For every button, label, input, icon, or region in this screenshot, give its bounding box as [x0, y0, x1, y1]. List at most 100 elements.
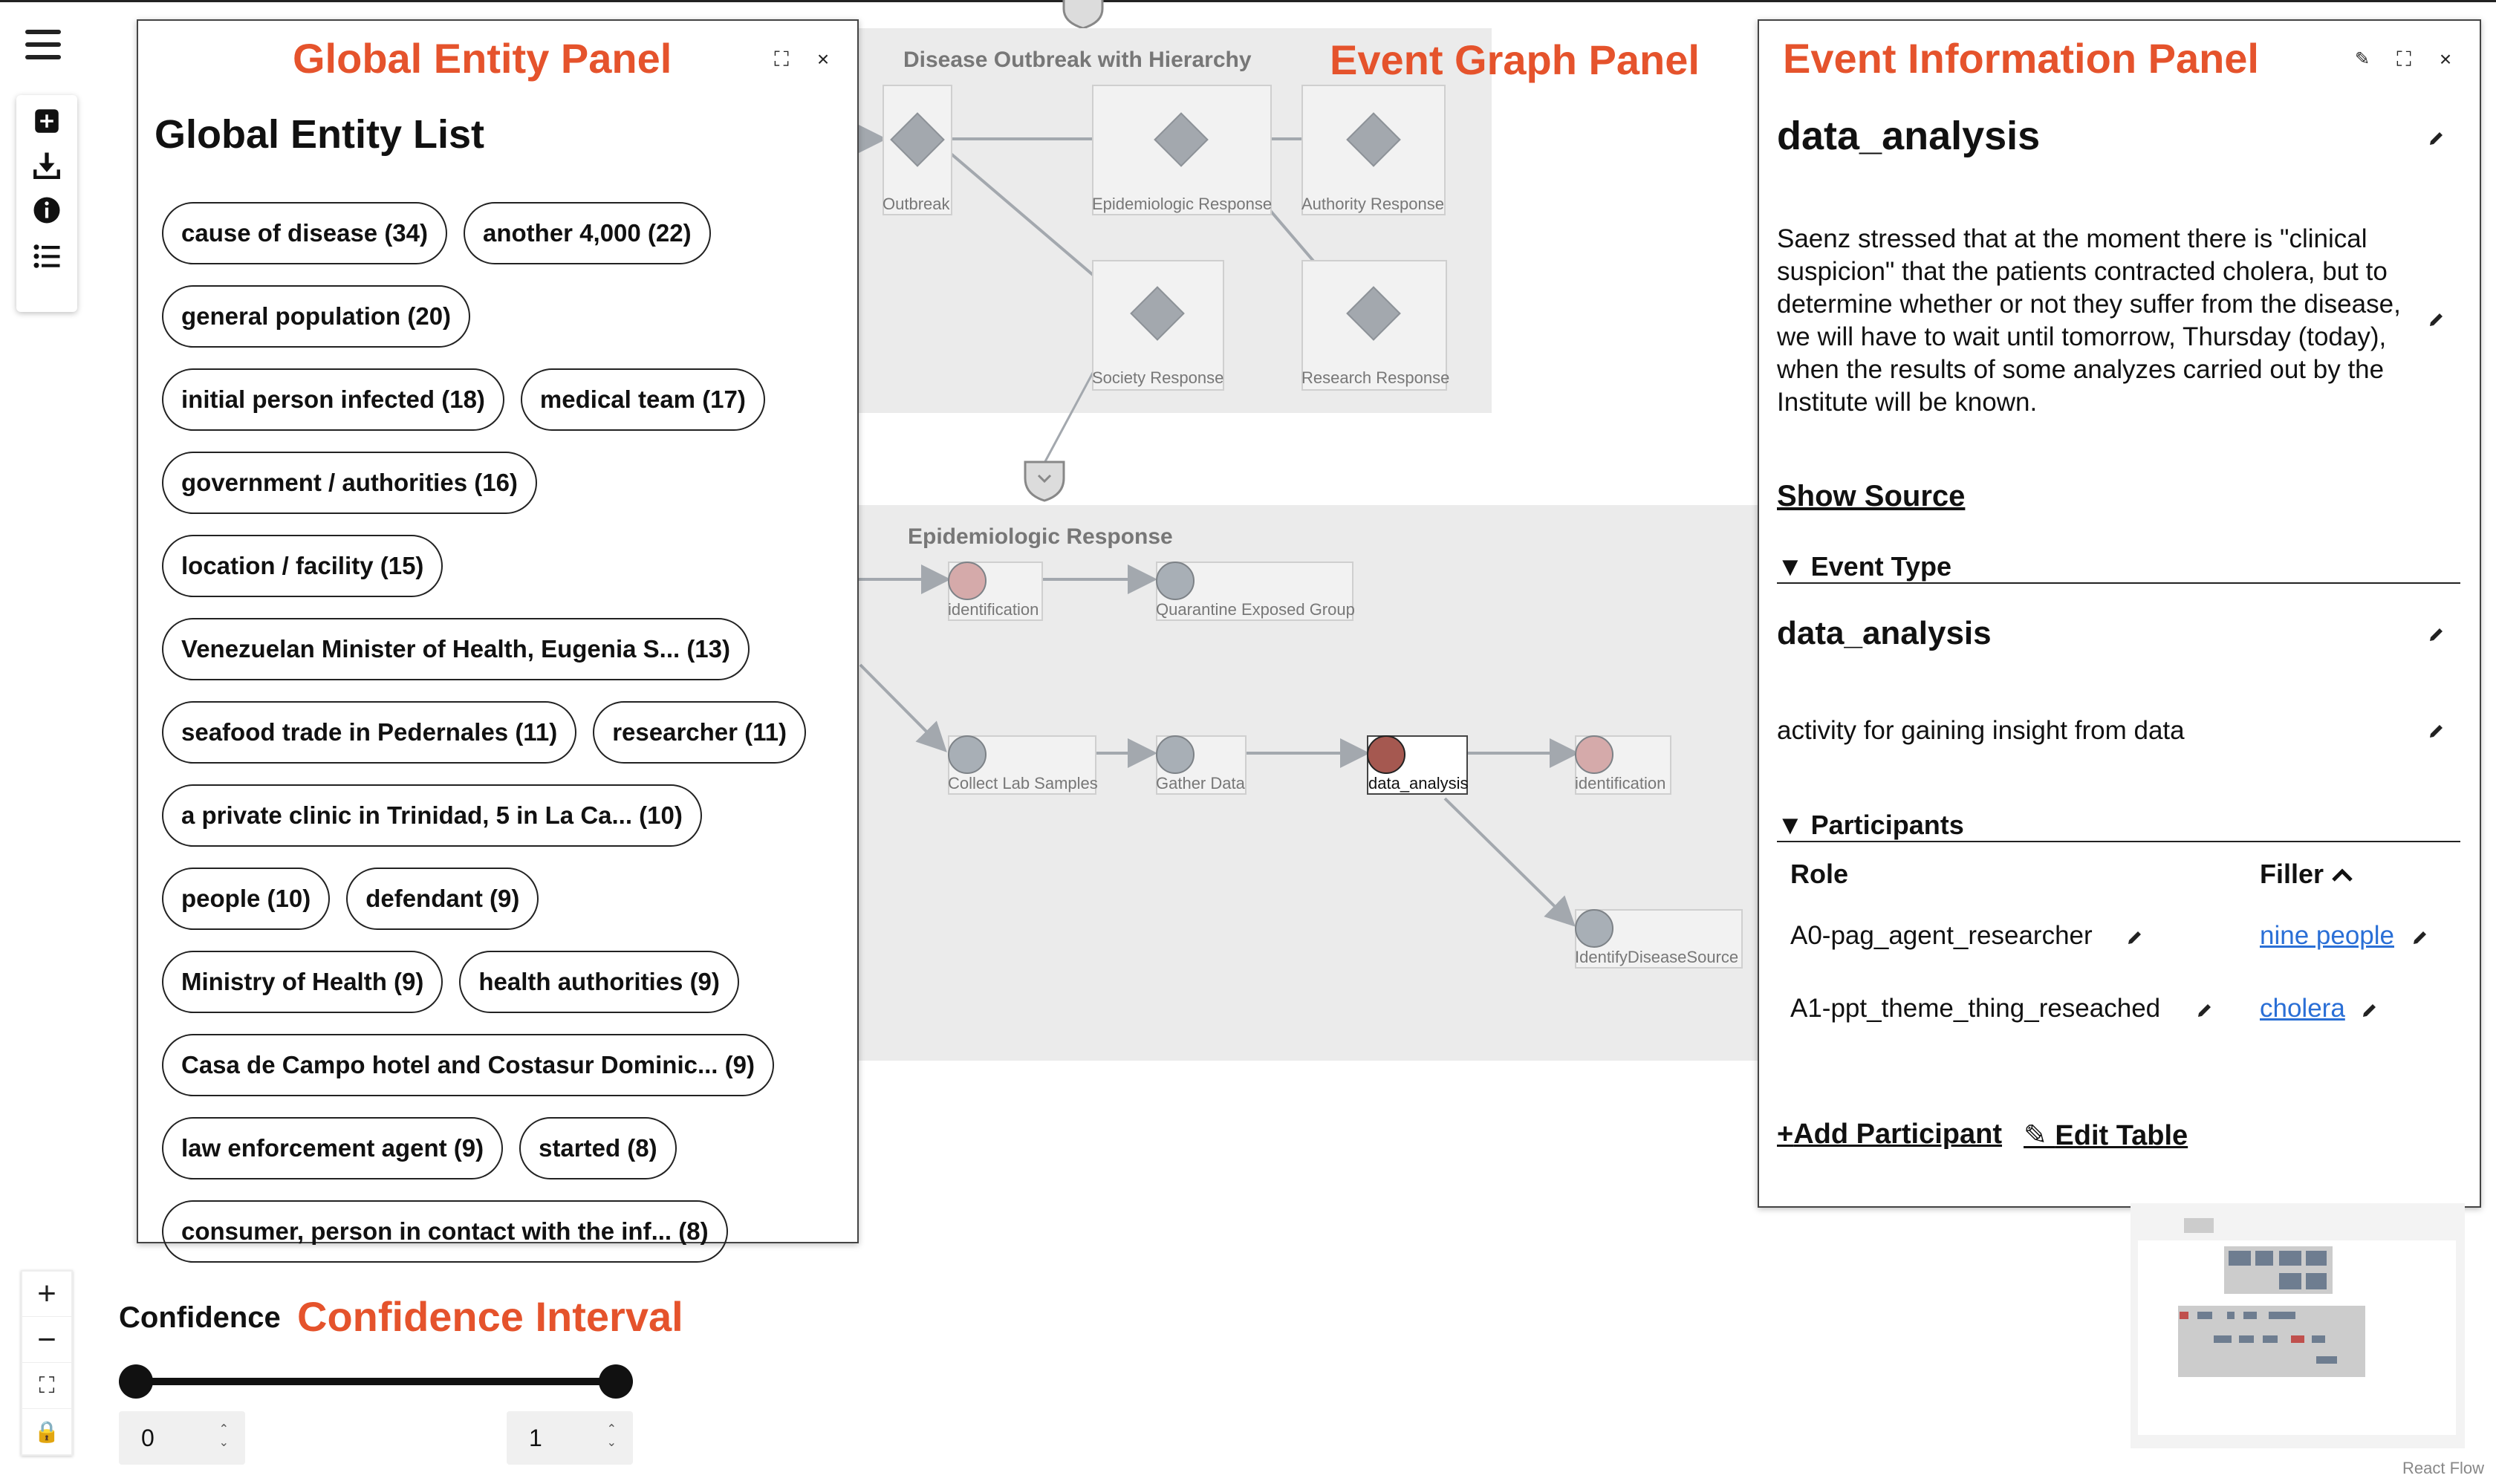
confidence-slider-min-handle[interactable] [119, 1364, 153, 1399]
fit-view-icon[interactable]: ⛶ [22, 1364, 71, 1409]
plus-icon: + [1777, 1119, 1794, 1150]
minimap-node [2227, 1312, 2235, 1319]
entity-chip[interactable]: Casa de Campo hotel and Costasur Dominic… [162, 1034, 774, 1096]
entity-chip[interactable]: initial person infected (18) [162, 368, 504, 431]
node-label: Society Response [1092, 368, 1224, 387]
role-column-header: Role [1790, 859, 1849, 889]
minimap-node [2312, 1335, 2325, 1343]
minimap-node [2214, 1335, 2232, 1343]
zoom-out-icon[interactable]: − [22, 1318, 71, 1363]
download-icon[interactable] [31, 150, 62, 181]
node-label: identification [1575, 774, 1666, 793]
entity-chip[interactable]: law enforcement agent (9) [162, 1117, 504, 1179]
participant-filler-link[interactable]: nine people [2260, 921, 2394, 950]
section-divider [1777, 582, 2460, 584]
zoom-in-icon[interactable]: + [22, 1272, 71, 1317]
close-icon[interactable]: × [2439, 48, 2452, 71]
participant-filler-link[interactable]: cholera [2260, 994, 2345, 1023]
confidence-max-value: 1 [529, 1425, 542, 1451]
minimap-node [2316, 1356, 2337, 1364]
entity-list-title: Global Entity List [155, 112, 485, 157]
edit-pencil-icon[interactable] [2126, 928, 2144, 946]
expand-handle-icon[interactable] [1022, 459, 1067, 504]
add-square-icon[interactable] [31, 105, 62, 137]
edit-pencil-icon[interactable] [2428, 722, 2445, 740]
stepper-icon[interactable]: ⌃⌄ [606, 1423, 617, 1449]
info-icon[interactable] [31, 195, 62, 226]
confidence-slider-track[interactable] [119, 1378, 633, 1385]
confidence-min-input[interactable]: 0 ⌃⌄ [119, 1411, 245, 1465]
node-label: Authority Response [1301, 195, 1444, 213]
entity-chip[interactable]: health authorities (9) [459, 951, 739, 1013]
edit-table-label: Edit Table [2055, 1120, 2188, 1151]
minimap-node [2180, 1312, 2188, 1319]
react-flow-attribution[interactable]: React Flow [2402, 1459, 2485, 1477]
confidence-slider-max-handle[interactable] [599, 1364, 633, 1399]
selected-event-node-icon [1367, 735, 1405, 774]
entity-chip[interactable]: Venezuelan Minister of Health, Eugenia S… [162, 618, 750, 680]
menu-icon[interactable] [25, 30, 61, 59]
minimap[interactable] [2131, 1203, 2465, 1448]
minimap-node [2263, 1335, 2278, 1343]
entity-chip[interactable]: people (10) [162, 868, 331, 930]
event-type-name: data_analysis [1777, 615, 1992, 651]
left-toolbar [16, 95, 77, 312]
minimap-node [2239, 1335, 2254, 1343]
minimap-node [2197, 1312, 2212, 1319]
entity-chip[interactable]: general population (20) [162, 285, 471, 348]
edit-window-icon[interactable]: ✎ [2354, 49, 2370, 69]
minimap-node [2229, 1251, 2251, 1266]
entity-chip[interactable]: researcher (11) [593, 701, 807, 764]
collapse-handle-icon[interactable] [1061, 0, 1105, 28]
edit-pencil-icon[interactable] [2428, 129, 2445, 147]
edit-pencil-icon[interactable] [2411, 928, 2429, 946]
entity-chip[interactable]: medical team (17) [520, 368, 765, 431]
minimap-node [2306, 1251, 2327, 1266]
event-node-icon [1575, 909, 1613, 948]
entity-chip[interactable]: cause of disease (34) [162, 202, 447, 264]
event-type-section-label: Event Type [1810, 551, 1952, 582]
collapse-triangle-icon: ▼ [1777, 810, 1811, 840]
entity-chip[interactable]: location / facility (15) [162, 535, 443, 597]
entity-chip[interactable]: another 4,000 (22) [464, 202, 711, 264]
entity-chip[interactable]: seafood trade in Pedernales (11) [162, 701, 577, 764]
edit-table-button[interactable]: ✎ Edit Table [2024, 1119, 2188, 1152]
filler-column-header[interactable]: Filler [2260, 859, 2353, 890]
edit-pencil-icon[interactable] [2196, 1001, 2214, 1019]
zoom-controls: + − ⛶ 🔒 [21, 1270, 73, 1456]
minimap-node [2279, 1273, 2301, 1289]
lock-icon[interactable]: 🔒 [22, 1410, 71, 1455]
entity-chip[interactable]: a private clinic in Trinidad, 5 in La Ca… [162, 784, 702, 847]
edit-pencil-icon[interactable] [2428, 625, 2445, 643]
top-border [0, 0, 2496, 2]
show-source-link[interactable]: Show Source [1777, 480, 1966, 512]
minimap-node [2291, 1335, 2304, 1343]
add-participant-button[interactable]: +Add Participant [1777, 1119, 2002, 1151]
node-label: identification [948, 600, 1039, 619]
close-icon[interactable]: × [816, 48, 830, 71]
event-type-section-toggle[interactable]: ▼ Event Type [1777, 551, 1951, 582]
entity-chip[interactable]: consumer, person in contact with the inf… [162, 1200, 728, 1263]
confidence-max-input[interactable]: 1 ⌃⌄ [507, 1411, 633, 1465]
list-icon[interactable] [31, 241, 62, 272]
participants-section-toggle[interactable]: ▼ Participants [1777, 810, 1964, 841]
event-graph-panel-annotation: Event Graph Panel [1330, 36, 1700, 83]
stepper-icon[interactable]: ⌃⌄ [218, 1423, 229, 1449]
edit-square-icon: ✎ [2024, 1120, 2055, 1151]
edit-pencil-icon[interactable] [2361, 1001, 2379, 1019]
entity-chip[interactable]: defendant (9) [346, 868, 539, 930]
event-type-description: activity for gaining insight from data [1777, 716, 2185, 745]
event-node-icon [948, 562, 987, 600]
event-information-panel: ✎ ⛶ × [1758, 19, 2481, 1208]
edit-pencil-icon[interactable] [2428, 310, 2445, 328]
node-label: Collect Lab Samples [948, 774, 1098, 793]
confidence-min-value: 0 [141, 1425, 155, 1451]
node-label: Quarantine Exposed Group [1156, 600, 1355, 619]
node-label: Outbreak [883, 195, 950, 213]
confidence-interval-annotation: Confidence Interval [297, 1293, 683, 1340]
entity-chip[interactable]: Ministry of Health (9) [162, 951, 443, 1013]
expand-icon[interactable]: ⛶ [2396, 48, 2411, 71]
entity-chip[interactable]: government / authorities (16) [162, 452, 537, 514]
entity-chip[interactable]: started (8) [519, 1117, 677, 1179]
expand-icon[interactable]: ⛶ [774, 48, 789, 71]
